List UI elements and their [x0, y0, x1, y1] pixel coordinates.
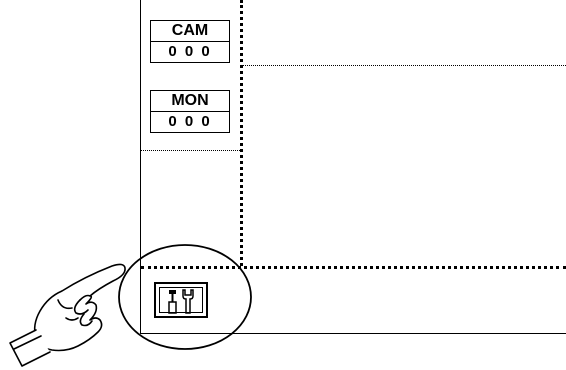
sidebar-section-divider — [141, 150, 240, 151]
camera-label: CAM — [151, 21, 229, 42]
monitor-counter[interactable]: MON 0 0 0 — [150, 90, 230, 133]
bottom-bar-divider — [141, 266, 566, 269]
tools-button[interactable] — [154, 282, 208, 318]
camera-counter[interactable]: CAM 0 0 0 — [150, 20, 230, 63]
tools-icon — [168, 289, 194, 314]
camera-number: 0 0 0 — [168, 43, 212, 60]
pointing-hand-icon — [9, 263, 126, 367]
sidebar-divider — [240, 0, 243, 266]
monitor-number: 0 0 0 — [168, 113, 212, 130]
top-region-divider — [243, 65, 566, 66]
monitor-screen — [140, 0, 566, 334]
monitor-label: MON — [151, 91, 229, 112]
